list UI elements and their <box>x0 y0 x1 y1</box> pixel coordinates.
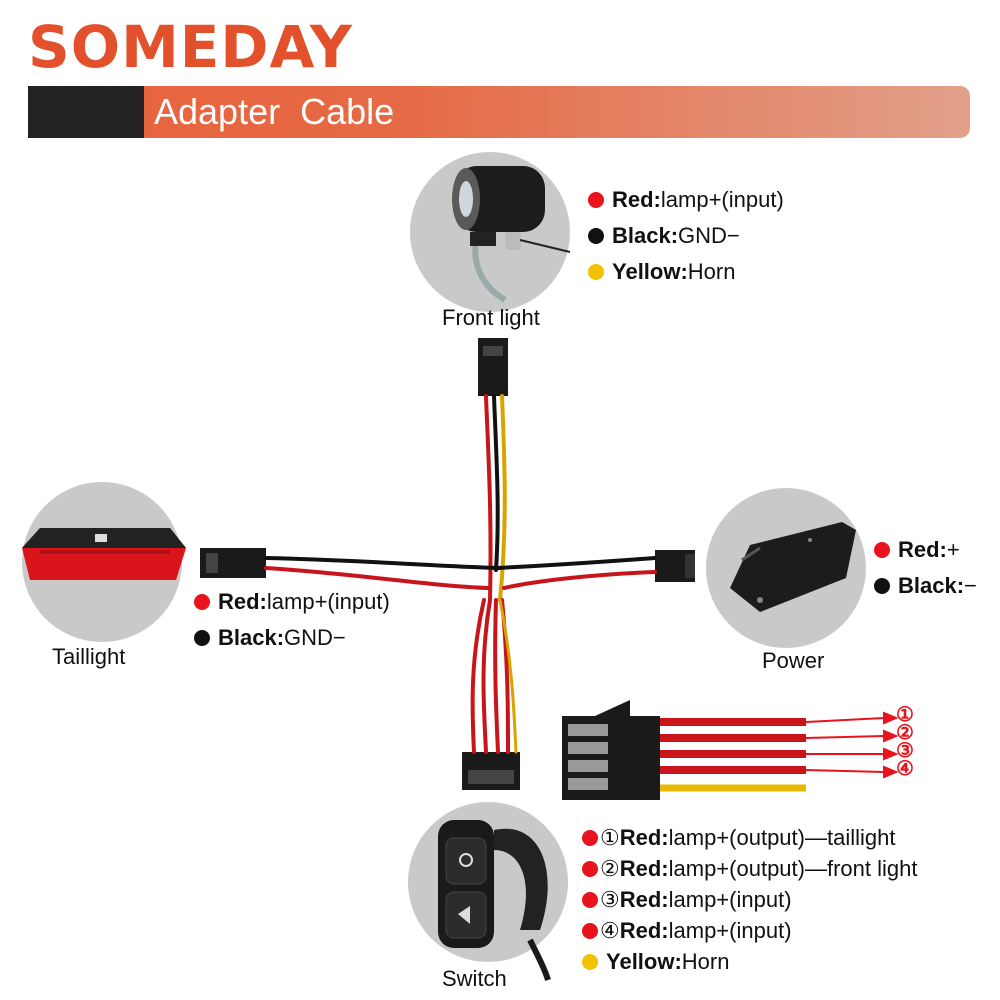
wire-color: Black: <box>898 573 965 598</box>
legend-row: Red: + <box>874 532 977 568</box>
switch-connector <box>462 752 520 790</box>
wire-function: lamp+(output)—taillight <box>668 824 896 850</box>
pin-number: ② <box>600 855 620 881</box>
wire-harness <box>264 394 657 754</box>
wire-color: Black: <box>612 223 679 248</box>
red-dot-icon <box>582 829 598 846</box>
wire-function: lamp+(output)—front light <box>668 855 918 881</box>
front-light-lamp-icon <box>452 166 571 303</box>
battery-icon <box>730 522 856 612</box>
wire-function: lamp+(input) <box>668 886 792 912</box>
wire-color: Yellow: <box>612 259 688 284</box>
pin-number: ① <box>600 824 620 850</box>
switch-icon <box>438 820 551 981</box>
title-banner <box>28 86 970 138</box>
pin-labels: ① ② ③ ④ <box>896 704 914 780</box>
power-caption: Power <box>762 648 825 673</box>
switch-caption: Switch <box>442 966 507 991</box>
wire-function: GND− <box>678 223 740 248</box>
power-legend: Red: + Black: − <box>874 532 977 604</box>
red-dot-icon <box>874 542 890 558</box>
taillight-caption: Taillight <box>52 644 126 669</box>
wire-function: Horn <box>687 259 736 284</box>
red-dot-icon <box>582 860 598 877</box>
wire-color: Red: <box>619 886 669 912</box>
legend-row: ④ Red: lamp+(input) <box>582 915 917 946</box>
yellow-dot-icon <box>588 264 604 280</box>
wire-function: + <box>946 537 960 562</box>
front-light-legend: Red: lamp+(input) Black: GND− Yellow: Ho… <box>588 182 784 290</box>
red-dot-icon <box>582 922 598 939</box>
pin-label-4: ④ <box>896 758 914 780</box>
black-dot-icon <box>588 228 604 244</box>
legend-row: Yellow: Horn <box>582 946 917 977</box>
title-banner-dark-block <box>28 86 144 138</box>
taillight-icon <box>22 528 186 580</box>
front-light-caption: Front light <box>442 305 540 330</box>
pin-label-1: ① <box>896 704 914 726</box>
power-connector <box>655 550 695 582</box>
taillight-connector <box>200 548 266 578</box>
wire-function: lamp+(input) <box>660 187 784 212</box>
legend-row: Black: − <box>874 568 977 604</box>
banner-title: Adapter Cable <box>154 91 395 132</box>
legend-row: Red: lamp+(input) <box>588 182 784 218</box>
pin-number: ④ <box>600 917 620 943</box>
legend-row: Black: GND− <box>588 218 784 254</box>
red-dot-icon <box>588 192 604 208</box>
wire-color: Red: <box>612 187 661 212</box>
legend-row: Black: GND− <box>194 620 390 656</box>
wire-function: lamp+(input) <box>668 917 792 943</box>
wire-color: Red: <box>218 589 267 614</box>
red-dot-icon <box>582 891 598 908</box>
front-light-connector <box>478 338 508 396</box>
red-dot-icon <box>194 594 210 610</box>
wire-function: GND− <box>284 625 346 650</box>
wire-color: Red: <box>619 824 669 850</box>
taillight-legend: Red: lamp+(input) Black: GND− <box>194 584 390 656</box>
legend-row: Yellow: Horn <box>588 254 784 290</box>
wire-function: Horn <box>681 948 730 974</box>
wire-color: Black: <box>218 625 285 650</box>
wire-function: lamp+(input) <box>266 589 390 614</box>
legend-row: ① Red: lamp+(output)—taillight <box>582 822 917 853</box>
pin-label-2: ② <box>896 722 914 744</box>
yellow-dot-icon <box>582 953 598 970</box>
wire-color: Red: <box>898 537 947 562</box>
black-dot-icon <box>874 578 890 594</box>
pin-number: ③ <box>600 886 620 912</box>
wire-color: Red: <box>619 917 669 943</box>
pin-label-3: ③ <box>896 740 914 762</box>
legend-row: Red: lamp+(input) <box>194 584 390 620</box>
brand-logo: SOMEDAY <box>28 13 353 81</box>
legend-row: ② Red: lamp+(output)—front light <box>582 853 917 884</box>
black-dot-icon <box>194 630 210 646</box>
switch-legend: ① Red: lamp+(output)—taillight ② Red: la… <box>582 822 917 977</box>
legend-row: ③ Red: lamp+(input) <box>582 884 917 915</box>
connector-closeup <box>562 700 899 800</box>
wire-color: Yellow: <box>606 948 682 974</box>
wire-color: Red: <box>619 855 669 881</box>
wire-function: − <box>964 573 977 598</box>
